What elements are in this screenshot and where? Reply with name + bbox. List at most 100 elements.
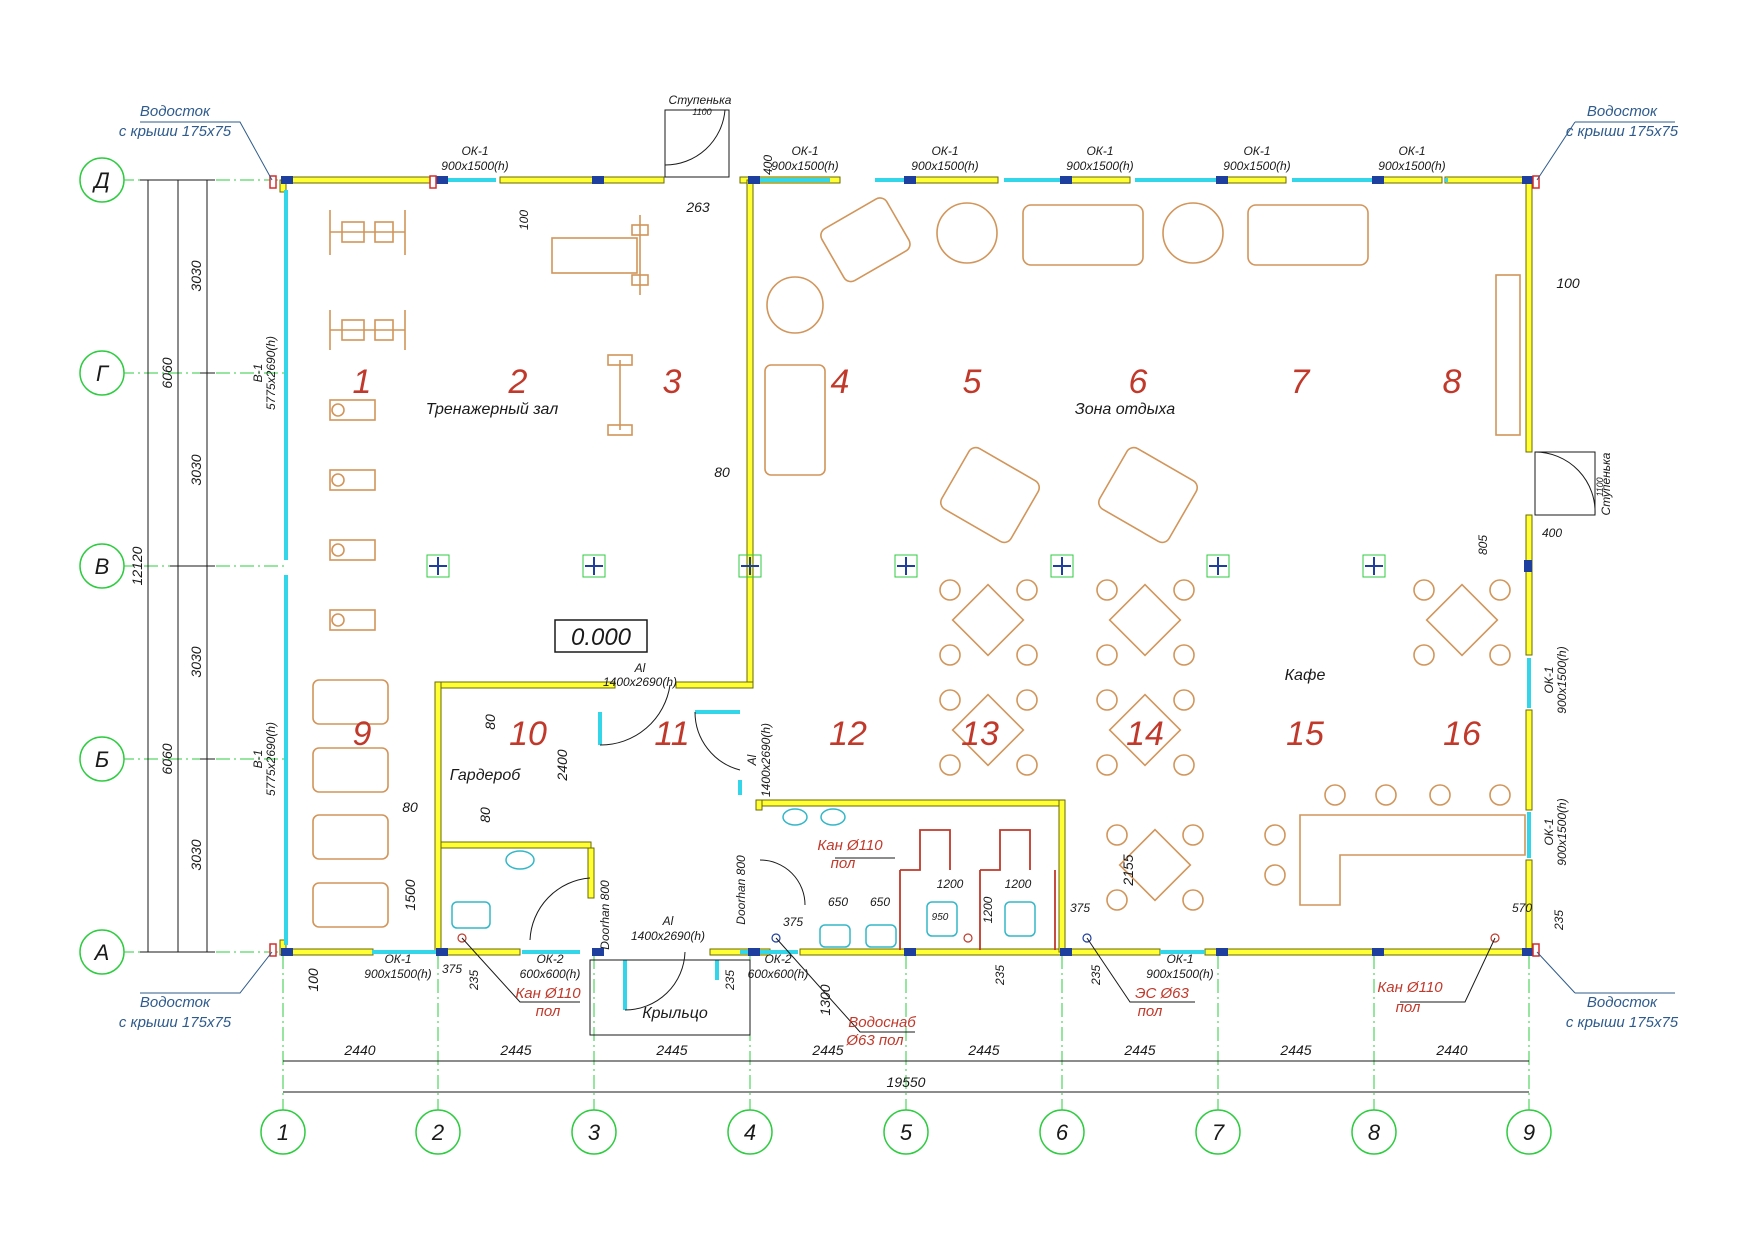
window-labels-top: ОК-1 900x1500(h) ОК-1 900x1500(h) ОК-1 9… (441, 144, 1445, 173)
dim-bay: 2445 (655, 1042, 687, 1058)
dim-part-y: 3030 (188, 646, 204, 677)
svg-text:400: 400 (761, 155, 775, 175)
room-number: 4 (831, 363, 850, 401)
small-dimension-labels: 100 263 400 1100 80 80 80 80 2400 1500 3… (305, 107, 1605, 1016)
svg-text:235: 235 (1089, 965, 1103, 986)
axis-bubble-col: 1 (260, 1109, 306, 1155)
svg-text:375: 375 (1070, 901, 1090, 915)
svg-text:ОК-2: ОК-2 (764, 952, 791, 966)
dim-bay: 2445 (811, 1042, 843, 1058)
level-marker (554, 619, 648, 653)
dim-bay: 2440 (1435, 1042, 1467, 1058)
glazing (284, 178, 1531, 1010)
room-number: 12 (829, 715, 867, 753)
svg-text:ОК-1: ОК-1 (791, 144, 818, 158)
svg-text:600x600(h): 600x600(h) (520, 967, 581, 981)
drain-label-size: с крыши 175x75 (119, 123, 232, 140)
svg-text:7: 7 (1212, 1120, 1225, 1145)
glazing-label: 5775x2690(h) (264, 336, 278, 410)
room-number: 14 (1126, 715, 1164, 753)
left-dimensions (140, 179, 215, 953)
svg-text:235: 235 (1552, 910, 1566, 931)
drain-label: Водосток (1587, 994, 1658, 1011)
exercise-bike-icon (329, 399, 376, 421)
room-number: 16 (1443, 715, 1481, 753)
door-label: Al (745, 754, 759, 766)
axis-bubble-col: 9 (1506, 1109, 1552, 1155)
window-label-right: ОК-1 (1542, 666, 1556, 693)
axis-bubble-col: 8 (1351, 1109, 1397, 1155)
room-number: 1 (353, 363, 372, 401)
utility-leaders (461, 857, 1496, 1033)
svg-text:650: 650 (870, 895, 890, 909)
room-number: 5 (963, 363, 982, 401)
gym-machine-icon (329, 310, 406, 350)
gym-machine-icon (329, 210, 406, 255)
room-number: 10 (509, 715, 547, 753)
svg-text:1500: 1500 (402, 879, 418, 910)
axis-bubble-row: В (79, 543, 125, 589)
room-name-gym: Тренажерный зал (426, 401, 558, 418)
svg-text:1100: 1100 (1595, 477, 1605, 496)
axis-bubble-col: 5 (883, 1109, 929, 1155)
pipe-markers (457, 933, 1500, 943)
svg-text:8: 8 (1368, 1120, 1381, 1145)
dim-bay: 2445 (1279, 1042, 1311, 1058)
dim-bay: 2440 (343, 1042, 375, 1058)
room-name-porch: Крыльцо (642, 1005, 708, 1022)
svg-text:ОК-1: ОК-1 (461, 144, 488, 158)
svg-text:1300: 1300 (817, 984, 833, 1015)
drain-label: Водосток (1587, 103, 1658, 120)
columns (281, 176, 1534, 956)
svg-text:950: 950 (932, 912, 949, 923)
svg-text:ОК-1: ОК-1 (931, 144, 958, 158)
room-name-cafe: Кафе (1285, 667, 1326, 684)
svg-text:805: 805 (1476, 535, 1490, 555)
bottom-dimensions (283, 1060, 1529, 1093)
room-number: 9 (353, 715, 372, 753)
dim-half-y: 6060 (159, 357, 175, 388)
room-name-rest: Зона отдыха (1075, 401, 1175, 418)
svg-text:900x1500(h): 900x1500(h) (911, 159, 978, 173)
doorhan-label: Doorhan 800 (734, 855, 748, 925)
window-label-right: 900x1500(h) (1555, 798, 1569, 865)
svg-text:900x1500(h): 900x1500(h) (441, 159, 508, 173)
exercise-bike-icon (329, 539, 376, 561)
svg-text:ОК-1: ОК-1 (1398, 144, 1425, 158)
door-label: 1400x2690(h) (603, 675, 677, 689)
svg-text:80: 80 (482, 714, 498, 730)
room-number: 15 (1286, 715, 1324, 753)
sewer-floor-label: пол (536, 1003, 561, 1020)
svg-text:900x1500(h): 900x1500(h) (364, 967, 431, 981)
window-labels-bottom: ОК-1 900x1500(h) ОК-2 600x600(h) ОК-2 60… (364, 952, 1213, 981)
walls (279, 176, 1533, 956)
svg-text:400: 400 (1542, 526, 1562, 540)
dim-part-y: 3030 (188, 260, 204, 291)
svg-text:900x1500(h): 900x1500(h) (771, 159, 838, 173)
water-label: Водоснаб (848, 1014, 916, 1031)
axis-bubble-row: Д (79, 157, 125, 203)
doors (529, 109, 1596, 1036)
svg-text:ОК-2: ОК-2 (536, 952, 563, 966)
svg-text:650: 650 (828, 895, 848, 909)
dim-part-y: 3030 (188, 839, 204, 870)
svg-text:ОК-1: ОК-1 (1166, 952, 1193, 966)
svg-text:100: 100 (305, 968, 321, 992)
dim-bay: 2445 (499, 1042, 531, 1058)
drain-label-size: с крыши 175x75 (1566, 123, 1679, 140)
axis-bubble-col: 2 (415, 1109, 461, 1155)
svg-text:1200: 1200 (981, 896, 995, 923)
svg-text:235: 235 (467, 970, 481, 991)
power-floor-label: пол (1138, 1003, 1163, 1020)
dim-part-y: 3030 (188, 454, 204, 485)
svg-text:263: 263 (685, 199, 710, 215)
svg-text:9: 9 (1523, 1120, 1535, 1145)
sewer-label: Кан Ø110 (817, 837, 883, 854)
axis-bubble-row: Г (79, 350, 125, 396)
svg-text:3: 3 (588, 1120, 601, 1145)
svg-text:900x1500(h): 900x1500(h) (1378, 159, 1445, 173)
room-name-wardrobe: Гардероб (450, 767, 522, 784)
axis-lines (120, 179, 1530, 1110)
dim-total-y: 12120 (129, 546, 145, 585)
